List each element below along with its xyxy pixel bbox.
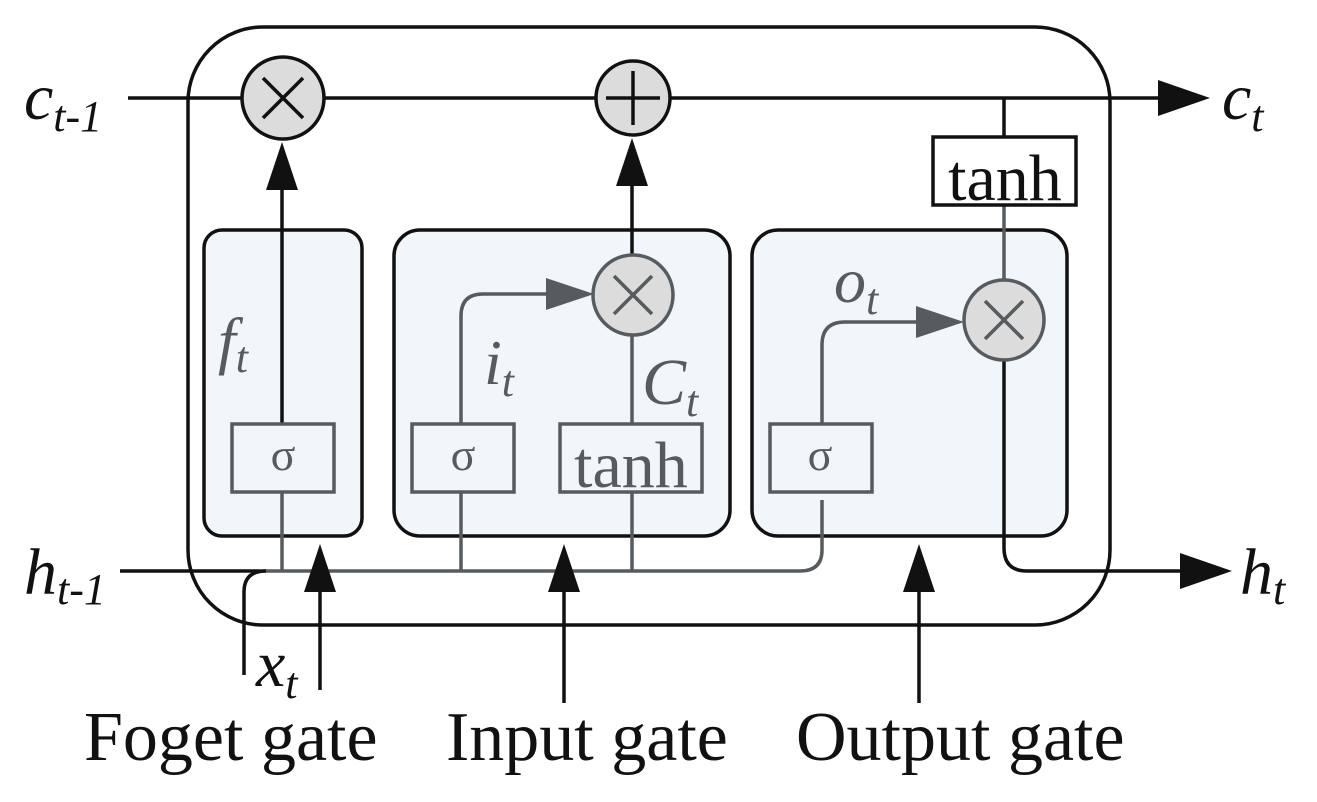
candidate-state-label: Ct xyxy=(642,346,700,426)
output-gate-caption: Output gate xyxy=(796,699,1125,776)
x-input-line xyxy=(242,569,267,675)
x-input-label: xt xyxy=(255,628,299,708)
output-sigma-box xyxy=(768,422,874,494)
output-sigma-label: σ xyxy=(808,429,833,480)
h-prev-label: ht-1 xyxy=(24,536,106,614)
input-tanh-box xyxy=(558,422,704,494)
output-gate-path xyxy=(820,320,920,424)
output-gate-output-label: ot xyxy=(834,245,880,324)
output-gate-input-arrowhead xyxy=(903,544,935,592)
h-next-label: ht xyxy=(1240,536,1287,614)
hidden-state-output-line xyxy=(1002,360,1180,573)
forget-multiply-operator xyxy=(240,55,326,141)
forget-sigma-label: σ xyxy=(271,429,296,480)
forget-gate-up-arrowhead xyxy=(266,142,298,190)
cell-tanh-label: tanh xyxy=(948,142,1062,215)
input-sigma-box xyxy=(410,422,516,494)
forget-gate-output-label: ft xyxy=(218,305,250,382)
input-gate-input-arrowhead xyxy=(548,544,580,592)
input-gate-path xyxy=(459,292,550,424)
input-gate-caption: Input gate xyxy=(446,699,728,776)
lstm-cell-boundary xyxy=(186,25,1112,627)
forget-sigma-box xyxy=(230,422,336,494)
input-product-up-arrowhead xyxy=(616,138,648,186)
cell-tanh-box xyxy=(931,135,1078,207)
cell-state-arrowhead xyxy=(1158,80,1210,116)
output-multiply-operator xyxy=(962,278,1046,362)
c-next-label: ct xyxy=(1222,61,1265,141)
input-multiply-operator xyxy=(591,253,675,337)
input-gate-arrowhead xyxy=(546,278,594,310)
input-sigma-label: σ xyxy=(451,429,476,480)
input-tanh-label: tanh xyxy=(574,429,688,502)
hidden-state-internal-line xyxy=(260,500,824,573)
hidden-state-arrowhead xyxy=(1180,553,1232,589)
input-gate-output-label: it xyxy=(484,327,516,406)
forget-gate-caption: Foget gate xyxy=(84,699,378,776)
cell-add-operator xyxy=(594,59,672,137)
c-prev-label: ct-1 xyxy=(24,61,102,141)
forget-gate-input-arrowhead xyxy=(304,544,336,592)
output-gate-arrowhead xyxy=(916,306,964,338)
